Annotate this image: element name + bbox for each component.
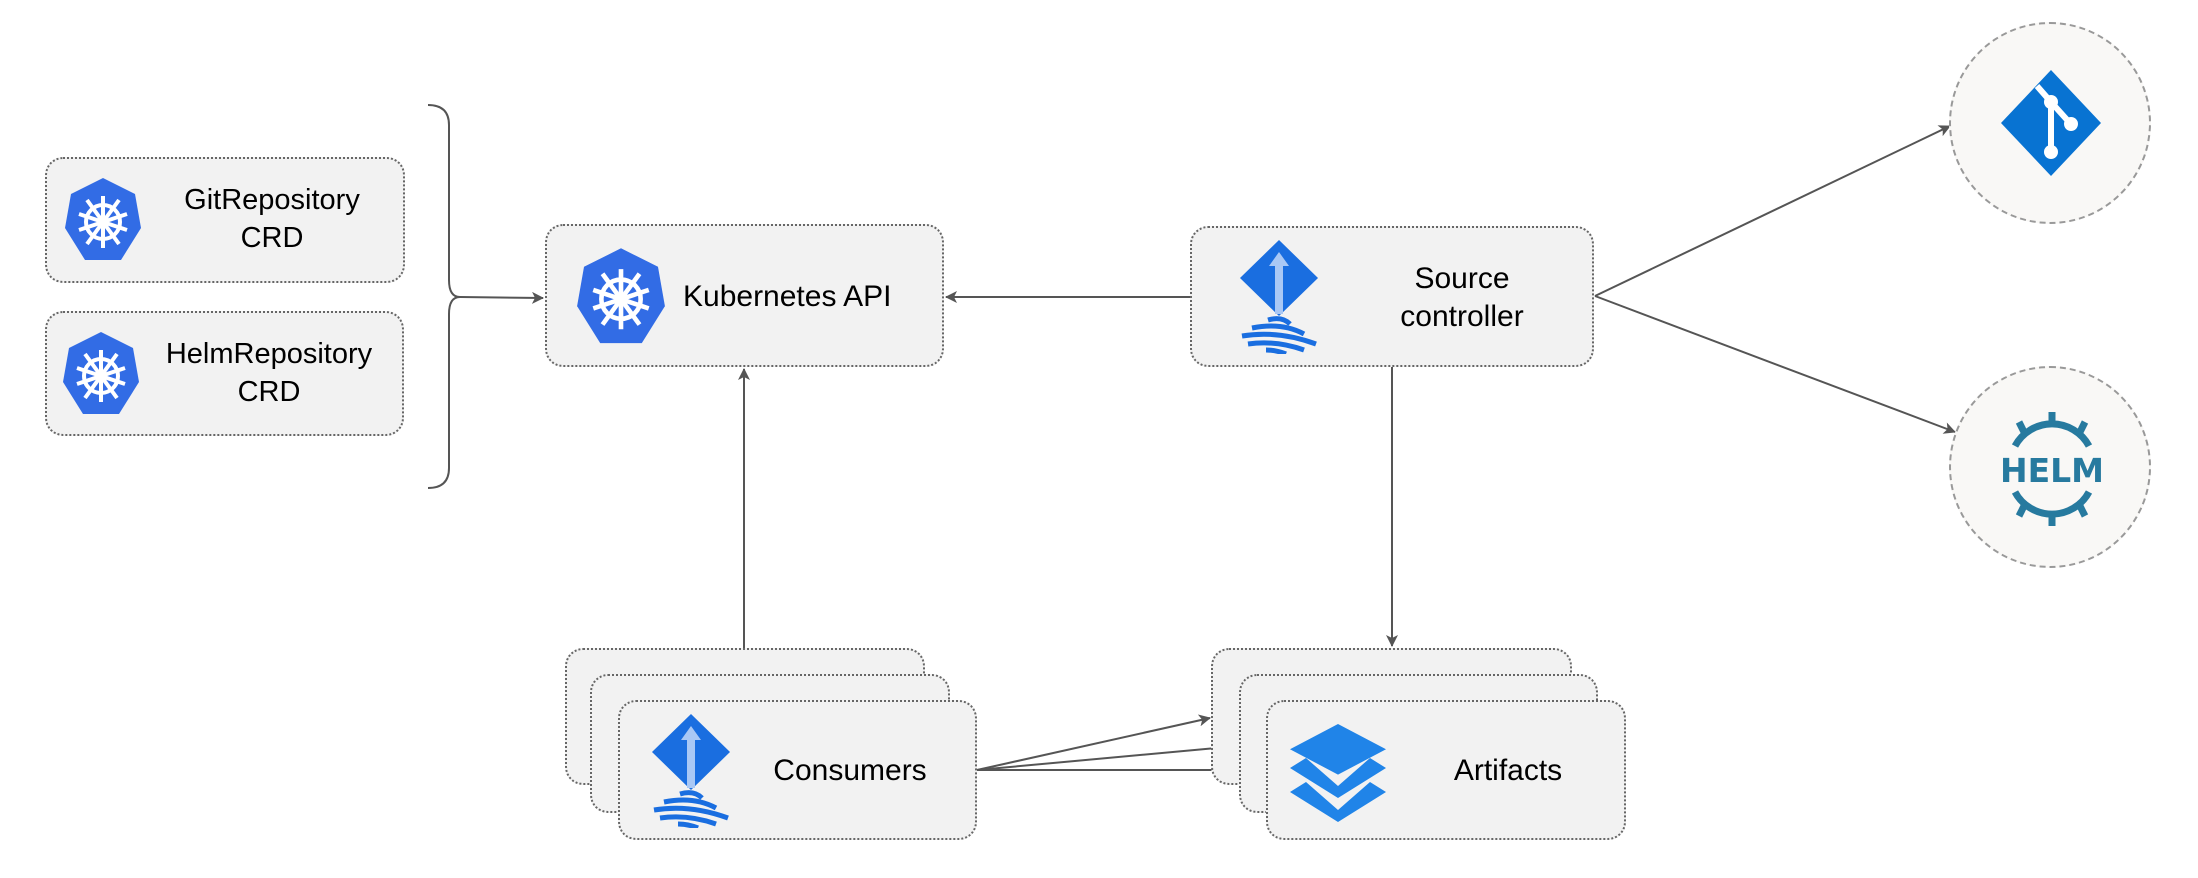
consumers-label: Consumers	[773, 754, 927, 787]
helm-repository-crd-node[interactable]: HelmRepository CRD	[45, 311, 404, 436]
git-repository-crd-label: GitRepository CRD	[184, 184, 360, 254]
git-repository-crd-node[interactable]: GitRepository CRD	[45, 157, 405, 283]
artifacts-node[interactable]: Artifacts	[1266, 700, 1626, 840]
git-node[interactable]	[1949, 22, 2151, 224]
flux-icon	[652, 714, 730, 828]
consumers-node[interactable]: Consumers	[618, 700, 977, 840]
edge-source-controller-to-helm	[1594, 295, 1956, 434]
helm-node[interactable]: HELM	[1949, 366, 2151, 568]
helm-repository-crd-label: HelmRepository CRD	[165, 338, 373, 408]
artifacts-label: Artifacts	[1453, 754, 1563, 787]
kubernetes-icon	[65, 178, 141, 260]
kubernetes-api-node[interactable]: Kubernetes API	[545, 224, 944, 367]
helm-logo-text: HELM	[2000, 451, 2104, 490]
helm-icon: HELM	[2000, 412, 2104, 526]
flux-icon	[1240, 240, 1318, 354]
git-icon	[2001, 70, 2101, 176]
edge-crds-to-kubernetes-api	[459, 291, 544, 304]
kubernetes-icon	[63, 332, 139, 414]
edge-consumers-to-artifact-2	[976, 741, 1239, 771]
kubernetes-icon	[577, 248, 665, 344]
edge-source-controller-to-git	[1594, 125, 1951, 297]
kubernetes-api-label: Kubernetes API	[683, 280, 892, 313]
source-controller-node[interactable]: Source controller	[1190, 226, 1594, 367]
layers-icon	[1290, 724, 1386, 822]
edge-consumers-to-artifact-1	[976, 714, 1211, 771]
crd-brace	[427, 104, 461, 489]
source-controller-label: Source controller	[1400, 262, 1524, 333]
